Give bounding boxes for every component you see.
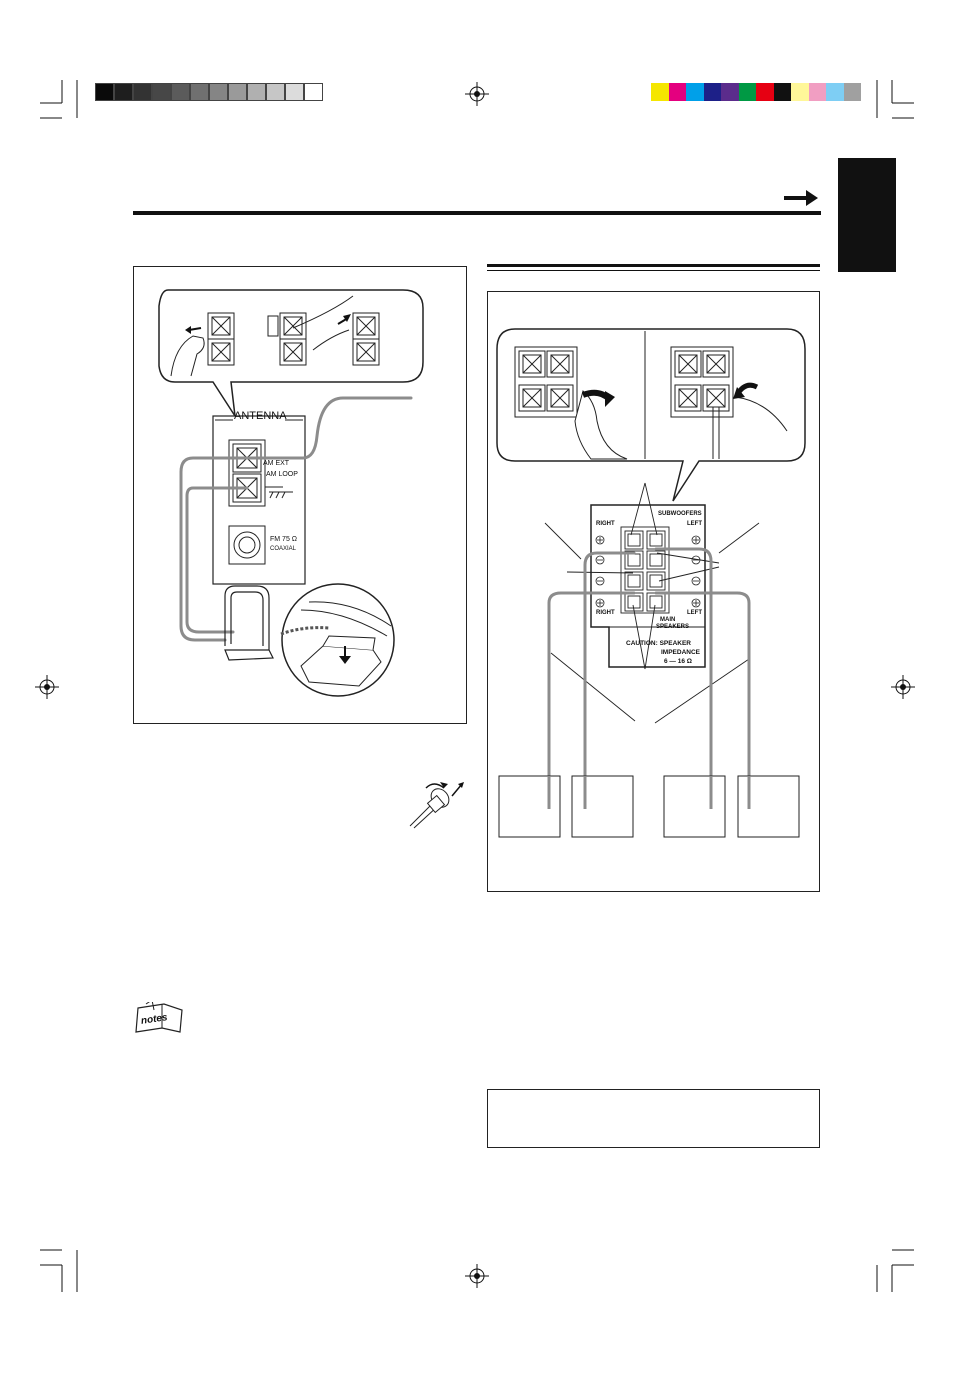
- language-tab: [838, 158, 896, 272]
- gray-swatch: [304, 83, 323, 101]
- section-rule-thin: [487, 270, 820, 271]
- fm-label: FM 75 Ω: [270, 536, 298, 543]
- color-swatch: [668, 83, 686, 101]
- header-rule: [133, 211, 821, 215]
- color-swatch: [738, 83, 756, 101]
- subwoofers-label: SUBWOOFERS: [658, 511, 702, 517]
- speakers-label: SPEAKERS: [656, 624, 690, 630]
- gray-swatch: [114, 83, 133, 101]
- gray-swatch: [95, 83, 114, 101]
- color-swatch: [721, 83, 739, 101]
- gray-swatch: [133, 83, 152, 101]
- left-top-label: LEFT: [687, 521, 702, 527]
- antenna-title: ANTENNA: [234, 410, 287, 422]
- gray-swatch: [285, 83, 304, 101]
- caution-line3: 6 — 16 Ω: [664, 658, 692, 665]
- section-rule: [487, 264, 820, 267]
- color-swatch: [826, 83, 844, 101]
- caution-line2: IMPEDANCE: [661, 649, 701, 656]
- continue-arrow-icon: [784, 190, 818, 206]
- fm-connector-icon: [409, 782, 464, 829]
- gray-swatch: [152, 83, 171, 101]
- color-swatch: [756, 83, 774, 101]
- gray-swatch: [228, 83, 247, 101]
- notes-icon: [135, 1002, 183, 1033]
- am-ext-label: AM EXT: [263, 460, 290, 467]
- color-swatch: [808, 83, 826, 101]
- info-box: [487, 1089, 820, 1148]
- color-swatch: [686, 83, 704, 101]
- color-swatch: [773, 83, 791, 101]
- color-swatch: [651, 83, 669, 101]
- color-swatch: [791, 83, 809, 101]
- antenna-diagram: [158, 289, 424, 697]
- left-bottom-label: LEFT: [687, 610, 702, 616]
- color-swatch: [703, 83, 721, 101]
- caution-line1: CAUTION: SPEAKER: [626, 640, 692, 647]
- color-swatch: [843, 83, 861, 101]
- gray-swatch: [247, 83, 266, 101]
- am-loop-label: AM LOOP: [266, 471, 298, 478]
- speaker-diagram: [496, 328, 806, 838]
- gray-swatch: [190, 83, 209, 101]
- gray-swatch: [171, 83, 190, 101]
- gray-swatch: [266, 83, 285, 101]
- main-label: MAIN: [660, 617, 676, 623]
- gray-swatch: [209, 83, 228, 101]
- coaxial-label: COAXIAL: [270, 546, 297, 552]
- right-bottom-label: RIGHT: [596, 610, 615, 616]
- right-top-label: RIGHT: [596, 521, 615, 527]
